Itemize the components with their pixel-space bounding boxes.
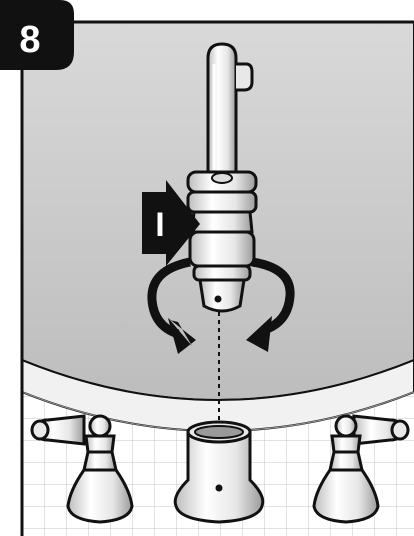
callout-letter: I <box>155 206 164 244</box>
step-number-badge: 8 <box>0 0 74 70</box>
step-number: 8 <box>19 19 40 61</box>
spout-mounting-base <box>175 422 263 522</box>
